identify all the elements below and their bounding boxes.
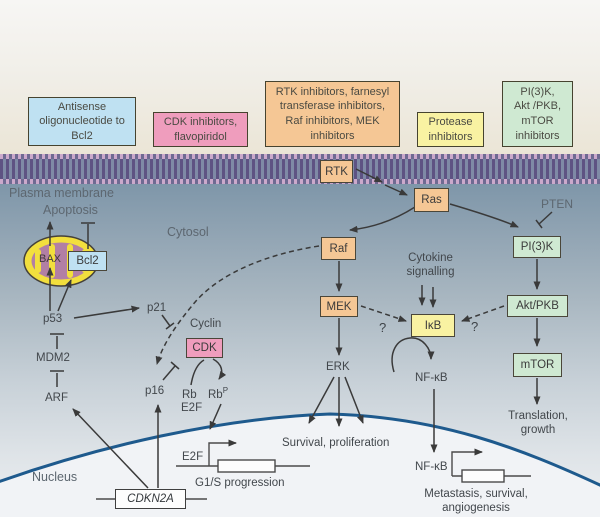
cytosol-label: Cytosol <box>167 225 209 239</box>
node-mek: MEK <box>320 296 358 317</box>
activation-arrows <box>46 168 541 489</box>
inhibitor-box-pi3k-akt-mtor: PI(3)K, Akt /PKB, mTOR inhibitors <box>502 81 573 147</box>
nfkb-cytosol-label: NF-κB <box>415 372 448 384</box>
rb-label: Rb <box>182 389 197 401</box>
nfkb-nucleus-label: NF-κB <box>415 461 448 473</box>
metastasis-label: Metastasis, survival, angiogenesis <box>424 488 528 515</box>
nucleus-label: Nucleus <box>32 470 78 484</box>
rb-phospho-label: RbP <box>208 386 229 401</box>
node-ikb: IκB <box>411 314 455 337</box>
nucleus-boundary <box>0 412 600 487</box>
dashed-arrows <box>155 245 505 365</box>
node-mtor: mTOR <box>513 353 562 377</box>
inhibitor-box-antisense-bcl2: Antisense oligonucleotide to Bcl2 <box>28 97 136 146</box>
plasma-membrane-band <box>0 154 600 184</box>
erk-label: ERK <box>326 361 350 373</box>
p16-label: p16 <box>145 385 165 397</box>
plasma-membrane-label: Plasma membrane <box>9 186 114 200</box>
node-rtk: RTK <box>320 160 353 183</box>
membrane-lipid-stripes <box>0 159 600 179</box>
g1s-progression-label: G1/S progression <box>195 477 285 489</box>
membrane-outer-leaflet <box>0 154 600 159</box>
arf-label: ARF <box>45 392 68 404</box>
apoptosis-label: Apoptosis <box>43 203 98 217</box>
node-pi3k: PI(3)K <box>513 236 561 258</box>
bax-label: BAX <box>39 253 62 265</box>
translation-growth-label: Translation, growth <box>508 410 568 437</box>
e2f-promoter-label: E2F <box>182 451 204 463</box>
inhibition-bars <box>50 211 553 387</box>
node-ras: Ras <box>414 188 449 212</box>
cytokine-signalling-label: Cytokine signalling <box>406 252 455 279</box>
phospho-superscript: P <box>222 386 229 395</box>
e2f-complex-label: E2F <box>181 402 203 414</box>
node-cdk: CDK <box>186 338 223 358</box>
question-mark-right: ? <box>471 319 479 334</box>
pten-label: PTEN <box>541 197 574 211</box>
inhibitor-box-protease: Protease inhibitors <box>417 112 484 147</box>
mdm2-label: MDM2 <box>36 352 70 364</box>
survival-proliferation-label: Survival, proliferation <box>282 437 390 449</box>
membrane-inner-leaflet <box>0 179 600 184</box>
cdkn2a-gene-box: CDKN2A <box>115 489 186 509</box>
p53-label: p53 <box>43 313 63 325</box>
inhibitor-box-rtk-raf-mek: RTK inhibitors, farnesyl transferase inh… <box>265 81 400 147</box>
cyclin-label: Cyclin <box>190 318 222 330</box>
node-raf: Raf <box>321 237 356 260</box>
question-mark-left: ? <box>379 320 387 335</box>
nfkb-gene-symbol <box>451 448 531 483</box>
node-bcl2: Bcl2 <box>68 251 107 271</box>
node-akt-pkb: Akt/PKB <box>507 295 568 317</box>
g1s-gene-symbol <box>176 439 310 473</box>
inhibitor-box-cdk-inhibitors: CDK inhibitors, flavopiridol <box>153 112 248 147</box>
p21-label: p21 <box>147 302 167 314</box>
